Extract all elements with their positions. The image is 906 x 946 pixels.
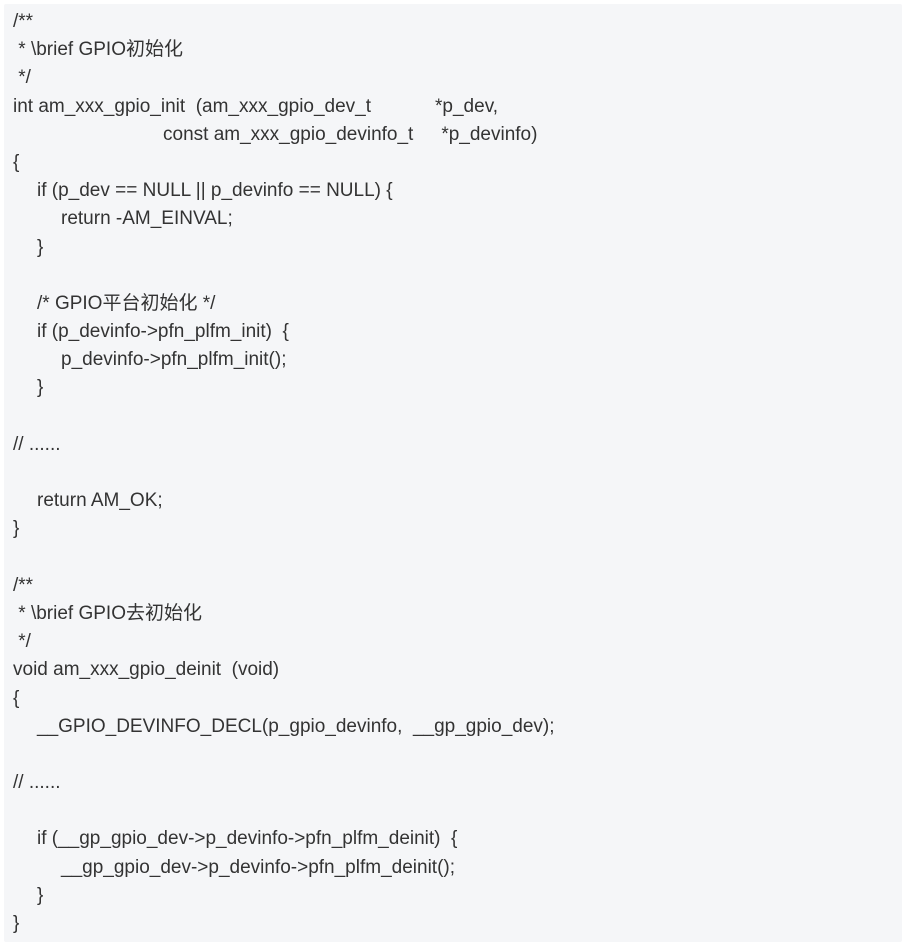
- code-line: [13, 797, 555, 825]
- code-line: const am_xxx_gpio_devinfo_t *p_devinfo): [13, 121, 555, 149]
- code-line: if (p_devinfo->pfn_plfm_init) {: [37, 321, 289, 343]
- code-line: }: [37, 377, 44, 399]
- code-line: void am_xxx_gpio_deinit (void): [13, 659, 280, 681]
- code-line: __GPIO_DEVINFO_DECL(p_gpio_devinfo, __gp…: [37, 715, 555, 737]
- code-line: __gp_gpio_dev->p_devinfo->pfn_plfm_deini…: [61, 856, 455, 878]
- code-line: if (p_dev == NULL || p_devinfo == NULL) …: [37, 180, 393, 202]
- code-line: */: [13, 631, 31, 653]
- code-line: }: [37, 236, 44, 258]
- code-line: int am_xxx_gpio_init (am_xxx_gpio_dev_t *…: [13, 93, 555, 121]
- code-line: }: [13, 518, 20, 540]
- code-line: // ......: [13, 772, 61, 794]
- code-line: // ......: [13, 433, 61, 455]
- code-line: if (__gp_gpio_dev->p_devinfo->pfn_plfm_d…: [37, 828, 458, 850]
- code-segment: int am_xxx_gpio_init (am_xxx_gpio_dev_t: [13, 95, 372, 117]
- code-lines: /** * \brief GPIO初始化 */ int am_xxx_gpio_…: [13, 8, 555, 938]
- code-line: * \brief GPIO初始化: [13, 39, 183, 61]
- code-line: {: [13, 687, 20, 709]
- code-line: /* GPIO平台初始化 */: [37, 292, 216, 314]
- code-segment: const am_xxx_gpio_devinfo_t: [163, 123, 414, 145]
- code-line: }: [37, 884, 44, 906]
- code-line: [13, 459, 555, 487]
- code-line: /**: [13, 574, 34, 596]
- code-block: /** * \brief GPIO初始化 */ int am_xxx_gpio_…: [4, 4, 902, 942]
- code-segment: *p_dev,: [435, 95, 499, 117]
- code-line: [13, 741, 555, 769]
- code-line: p_devinfo->pfn_plfm_init();: [61, 349, 287, 371]
- code-line: [13, 403, 555, 431]
- code-line: /**: [13, 11, 34, 32]
- code-line: [13, 262, 555, 290]
- code-line: {: [13, 151, 20, 173]
- code-line: [13, 544, 555, 572]
- code-line: * \brief GPIO去初始化: [13, 602, 202, 624]
- code-line: return AM_OK;: [37, 490, 163, 512]
- code-line: return -AM_EINVAL;: [61, 208, 233, 230]
- code-segment: *p_devinfo): [441, 123, 538, 145]
- code-line: }: [13, 913, 20, 934]
- code-line: */: [13, 67, 31, 89]
